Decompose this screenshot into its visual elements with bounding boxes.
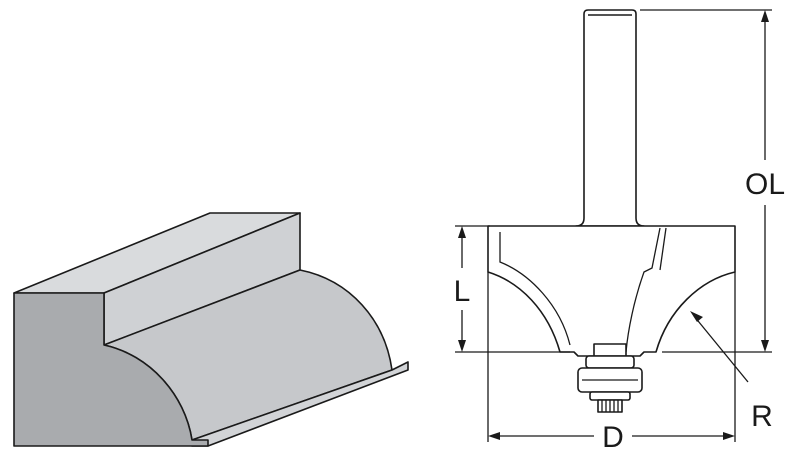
d-arrow-right — [723, 432, 735, 440]
bearing-spacer — [593, 343, 627, 357]
label-cutting-length: L — [454, 275, 471, 308]
ol-arrow-bottom — [761, 340, 769, 352]
label-overall-length: OL — [745, 168, 785, 201]
router-bit — [487, 9, 736, 413]
bit-shank — [575, 9, 645, 227]
l-arrow-bottom — [458, 340, 466, 352]
bit-cutter-body — [487, 225, 736, 357]
molding-end-face — [13, 292, 209, 447]
label-radius: R — [751, 400, 773, 433]
bit-flute-inner — [659, 227, 667, 271]
r-arrow — [690, 311, 703, 322]
bearing-washer — [589, 391, 631, 401]
ol-arrow-top — [761, 10, 769, 22]
bit-flute — [625, 227, 661, 353]
l-arrow-top — [458, 226, 466, 238]
molding-profile — [13, 212, 409, 447]
label-diameter: D — [602, 421, 624, 454]
dimension-lines — [455, 9, 772, 442]
bearing-top — [585, 355, 635, 369]
d-arrow-left — [488, 432, 500, 440]
bit-cutting-edge-left — [499, 232, 571, 346]
r-leader-line — [693, 315, 749, 383]
